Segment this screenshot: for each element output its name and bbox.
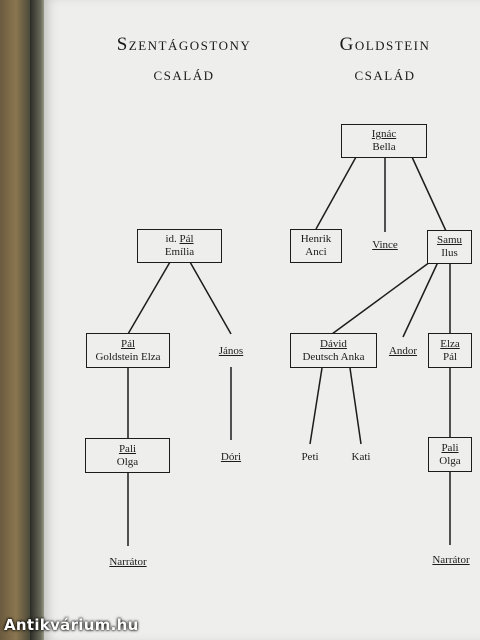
- box-line1: id. Pál: [165, 233, 193, 246]
- left-family-title: Szentágostony család: [98, 33, 270, 87]
- person-label-janos: János: [218, 345, 244, 357]
- person-name: Pál: [120, 337, 136, 350]
- name-prefix: id.: [165, 233, 177, 245]
- watermark-text: Antikvárium.hu: [4, 616, 139, 634]
- spouse-name: Olga: [116, 455, 139, 468]
- person-box-samu-ilus: Samu Ilus: [427, 230, 472, 264]
- narrator-label-left: Narrátor: [109, 556, 147, 568]
- right-title-line1: Goldstein: [339, 34, 431, 55]
- book-spine: [30, 0, 48, 640]
- person-box-pali-olga-right: Pali Olga: [428, 437, 472, 472]
- person-box-id-pal-emilia: id. Pál Emília: [137, 229, 222, 263]
- person-label-kati: Kati: [351, 451, 371, 463]
- person-box-pal-goldstein-elza: Pál Goldstein Elza: [86, 333, 170, 368]
- person-name: Henrik: [300, 233, 332, 245]
- person-name: Ignác: [371, 128, 397, 140]
- spouse-name: Bella: [372, 141, 396, 153]
- person-name: Pali: [441, 441, 459, 454]
- person-box-elza-pal: Elza Pál: [428, 333, 472, 368]
- person-label-vince: Vince: [372, 239, 398, 251]
- right-family-title: Goldstein család: [312, 33, 458, 87]
- person-name: Samu: [436, 234, 463, 246]
- person-box-henrik-anci: Henrik Anci: [290, 229, 342, 263]
- person-label-dori: Dóri: [220, 451, 242, 463]
- spouse-name: Anci: [305, 246, 327, 258]
- spouse-name: Pál: [442, 350, 458, 363]
- spouse-name: Deutsch Anka: [302, 350, 365, 363]
- person-box-ignac-bella: Ignác Bella: [341, 124, 427, 158]
- spouse-name: Ilus: [441, 247, 458, 259]
- person-label-andor: Andor: [388, 345, 418, 357]
- spouse-name: Goldstein Elza: [95, 350, 161, 363]
- left-title-line2: család: [153, 64, 215, 85]
- person-name: Dávid: [320, 337, 347, 350]
- person-label-peti: Peti: [301, 451, 319, 463]
- spouse-name: Olga: [439, 454, 461, 467]
- spouse-name: Emília: [164, 246, 195, 258]
- person-name: Elza: [440, 337, 460, 350]
- left-title-line1: Szentágostony: [116, 34, 252, 55]
- person-name: Pál: [179, 233, 194, 245]
- person-box-pali-olga: Pali Olga: [85, 438, 170, 473]
- book-page: [44, 0, 480, 640]
- person-name: Pali: [118, 442, 137, 455]
- narrator-label-right: Narrátor: [432, 554, 470, 566]
- person-box-david-deutsch-anka: Dávid Deutsch Anka: [290, 333, 377, 368]
- right-title-line2: család: [354, 64, 416, 85]
